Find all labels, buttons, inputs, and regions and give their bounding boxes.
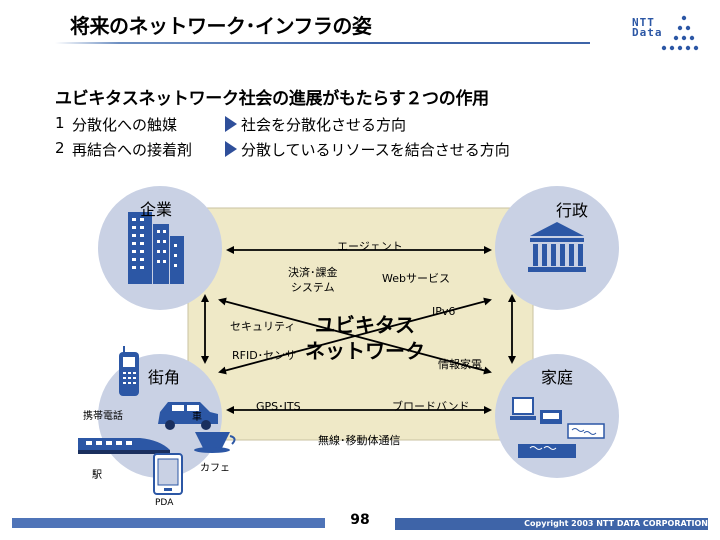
train-icon	[78, 438, 170, 454]
pda-icon	[153, 453, 183, 495]
broadband-label: ブロードバンド	[392, 400, 470, 413]
coffee-cup-icon	[194, 432, 236, 453]
effect-1-effect: 社会を分散化させる方向	[241, 116, 407, 134]
car-icon	[158, 402, 218, 430]
station-label: 駅	[92, 470, 102, 481]
home-label: 家庭	[541, 368, 574, 387]
street-label: 街角	[148, 368, 181, 387]
logo-text-line1: NTT	[632, 16, 655, 29]
copyright-text: Copyright 2003 NTT DATA CORPORATION	[524, 519, 708, 528]
settlement-label: 決済･課金 システム	[288, 265, 338, 295]
mobile-phone-label: 携帯電話	[83, 411, 123, 422]
government-label: 行政	[556, 201, 589, 220]
government-circle	[495, 186, 619, 310]
wireless-label: 無線･移動体通信	[318, 434, 401, 447]
government-building-icon	[528, 222, 586, 272]
rfid-sensor-label: RFID･センサ	[232, 349, 297, 362]
page-number: 98	[350, 512, 370, 528]
footer-bar-left	[12, 518, 325, 528]
heading: ユビキタスネットワーク社会の進展がもたらす２つの作用	[55, 89, 489, 109]
center-title-line1: ユビキタス	[315, 313, 415, 337]
effect-2-effect: 分散しているリソースを結合させる方向	[241, 141, 510, 159]
cafe-label: カフェ	[200, 463, 230, 474]
mobile-phone-icon	[119, 346, 139, 396]
ipv6-label: IPv6	[432, 305, 456, 318]
home-appliances-icon	[510, 397, 605, 458]
settlement-label-line2: システム	[290, 281, 335, 294]
office-building-icon	[128, 212, 184, 284]
agent-label: エージェント	[337, 240, 403, 253]
logo-text: NTT Data	[632, 16, 663, 39]
effect-1-number: 1	[55, 114, 65, 132]
car-label: 車	[192, 412, 202, 423]
effect-1-cause: 分散化への触媒	[72, 116, 178, 134]
enterprise-label: 企業	[140, 200, 173, 219]
logo-text-line2: Data	[632, 26, 663, 39]
arrow-triangle-2	[225, 141, 237, 157]
center-title-line2: ネットワーク	[305, 339, 425, 363]
footer-bar-right	[395, 518, 708, 530]
effect-2-number: 2	[55, 139, 65, 157]
arrow-triangle-1	[225, 116, 237, 132]
effect-2-cause: 再結合への接着剤	[72, 141, 193, 159]
settlement-label-line1: 決済･課金	[288, 266, 338, 279]
info-appliance-label: 情報家電	[438, 358, 482, 371]
slide-title: 将来のネットワーク･インフラの姿	[70, 14, 372, 38]
security-label: セキュリティ	[230, 320, 296, 333]
center-title: ユビキタス ネットワーク	[300, 312, 430, 364]
web-service-label: Webサービス	[382, 272, 450, 285]
ntt-data-logo	[661, 15, 699, 51]
arrow-street-government	[218, 297, 492, 375]
title-rule	[55, 42, 590, 44]
pda-label: PDA	[155, 498, 174, 508]
gps-its-label: GPS･ITS	[256, 400, 301, 413]
